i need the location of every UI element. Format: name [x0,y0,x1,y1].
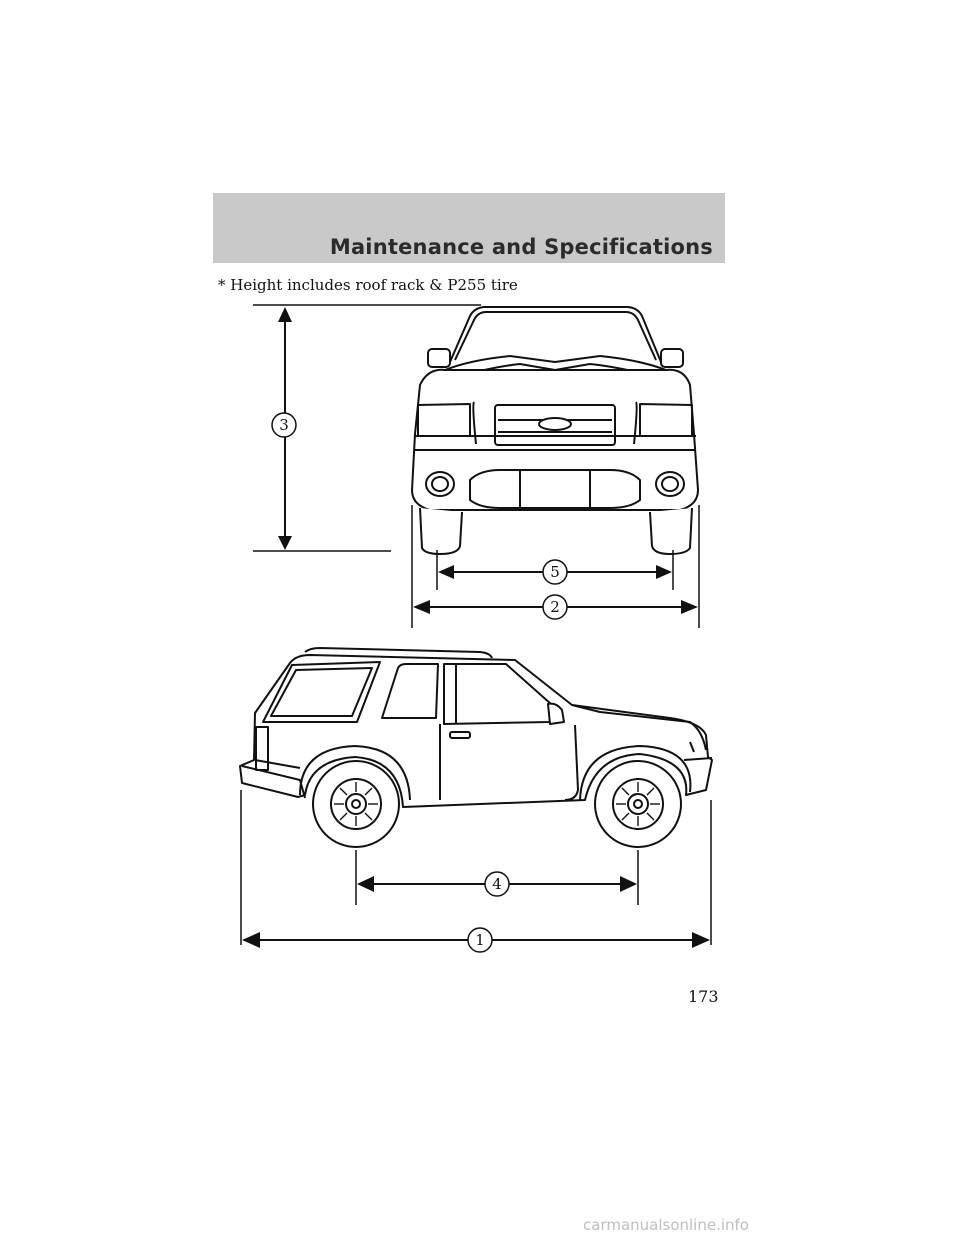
callout-1: 1 [475,931,485,949]
height-dimension [253,304,481,552]
section-header-band: Maintenance and Specifications [213,193,725,263]
side-length-dimensions [240,790,712,953]
front-view-vehicle [411,306,699,555]
side-view-vehicle [239,647,713,848]
callout-5: 5 [550,563,560,581]
page-number: 173 [688,987,719,1006]
footer-watermark[interactable]: carmanualsonline.info [583,1216,749,1234]
section-title: Maintenance and Specifications [329,235,713,259]
height-note: * Height includes roof rack & P255 tire [218,276,518,294]
front-width-dimensions [411,505,700,628]
callout-3: 3 [279,416,289,434]
callout-2: 2 [550,598,560,616]
callout-4: 4 [492,875,502,893]
